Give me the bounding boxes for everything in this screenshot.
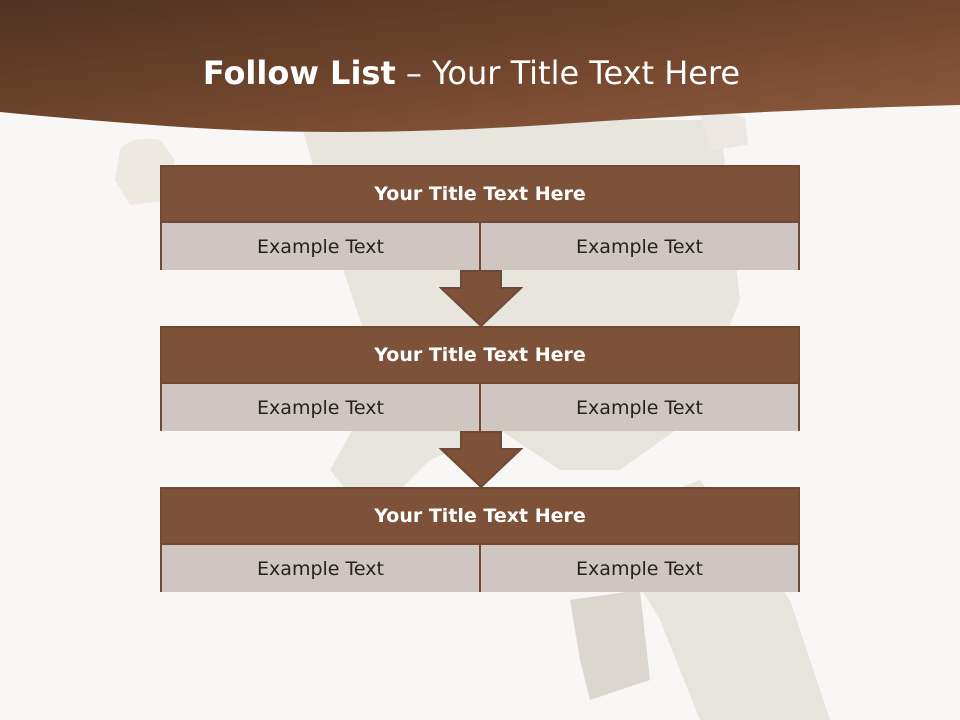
step-cell-right: Example Text <box>479 223 798 270</box>
step-row: Example Text Example Text <box>162 223 798 270</box>
down-arrow-icon <box>439 270 523 328</box>
step-cell-left: Example Text <box>162 384 479 431</box>
step-box-1: Your Title Text Here Example Text Exampl… <box>160 165 800 270</box>
step-title: Your Title Text Here <box>162 167 798 223</box>
step-cell-right: Example Text <box>479 545 798 592</box>
step-box-2: Your Title Text Here Example Text Exampl… <box>160 326 800 431</box>
step-cell-left: Example Text <box>162 545 479 592</box>
step-cell-right: Example Text <box>479 384 798 431</box>
header-band <box>0 0 960 132</box>
down-arrow-icon <box>439 431 523 489</box>
step-row: Example Text Example Text <box>162 384 798 431</box>
slide-title-bold: Follow List <box>202 54 396 92</box>
step-box-3: Your Title Text Here Example Text Exampl… <box>160 487 800 592</box>
step-title: Your Title Text Here <box>162 489 798 545</box>
slide-title: Follow List – Your Title Text Here <box>0 54 943 92</box>
step-cell-left: Example Text <box>162 223 479 270</box>
slide-title-text: Your Title Text Here <box>432 54 741 92</box>
slide-title-separator: – <box>405 54 422 92</box>
step-title: Your Title Text Here <box>162 328 798 384</box>
step-row: Example Text Example Text <box>162 545 798 592</box>
